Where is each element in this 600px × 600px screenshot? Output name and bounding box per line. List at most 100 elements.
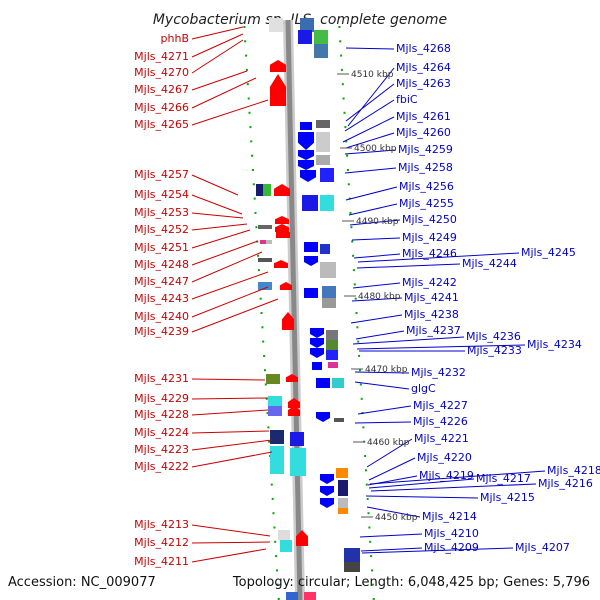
- tick-mark: [349, 211, 352, 214]
- leader-line: [191, 378, 266, 381]
- gene-box: [266, 374, 280, 384]
- tick-mark: [343, 111, 346, 114]
- gene-box: [314, 30, 328, 44]
- gene-box: [298, 30, 312, 44]
- gene-arrow: [274, 260, 288, 268]
- gene-box: [278, 530, 290, 540]
- gene-label-right: Mjls_4237: [406, 324, 461, 337]
- tick-mark: [366, 497, 369, 500]
- leader-line: [359, 533, 423, 538]
- gene-box: [328, 362, 338, 368]
- leader-line: [191, 439, 273, 451]
- tick-mark: [252, 183, 255, 186]
- leader-line: [191, 451, 273, 468]
- gene-box: [268, 396, 282, 408]
- gene-box: [300, 122, 312, 130]
- tick-mark: [265, 397, 268, 400]
- gene-box: [326, 340, 338, 350]
- gene-box: [304, 592, 316, 600]
- gene-label-right: Mjls_4249: [402, 231, 457, 244]
- gene-box: [326, 330, 338, 340]
- tick-mark: [260, 312, 263, 314]
- kbp-label: 4500 kbp: [354, 144, 397, 154]
- tick-mark: [253, 197, 256, 200]
- gene-box: [276, 232, 290, 238]
- gene-arrow: [298, 132, 314, 150]
- tick-mark: [341, 83, 344, 86]
- gene-label-left: Mjls_4247: [134, 275, 189, 288]
- gene-label-left: Mjls_4222: [134, 460, 189, 473]
- gene-label-right: Mjls_4216: [538, 477, 593, 490]
- leader-line: [370, 483, 537, 492]
- gene-arrow: [320, 474, 334, 484]
- tick-mark: [365, 483, 368, 486]
- tick-mark: [347, 183, 350, 186]
- leader-line: [360, 547, 423, 552]
- tick-mark: [340, 54, 343, 57]
- leader-line: [191, 229, 251, 249]
- right-label-leaders: [342, 47, 546, 554]
- leader-line: [351, 237, 401, 241]
- tick-mark: [275, 555, 278, 558]
- gene-label-right: Mjls_4241: [404, 291, 459, 304]
- gene-label-left: Mjls_4211: [134, 555, 189, 568]
- gene-arrow: [274, 184, 290, 196]
- gene-box: [322, 298, 336, 308]
- tick-mark: [365, 469, 367, 472]
- leader-line: [191, 240, 259, 266]
- gene-box: [290, 448, 306, 476]
- leader-line: [350, 314, 403, 324]
- tick-mark: [264, 369, 266, 372]
- gene-box: [258, 225, 272, 229]
- gene-box: [326, 350, 338, 360]
- gene-box: [338, 508, 348, 514]
- tick-mark: [276, 583, 279, 586]
- tick-mark: [246, 83, 249, 86]
- leader-line: [191, 271, 269, 300]
- tick-mark: [355, 312, 358, 314]
- gene-label-right: Mjls_4227: [413, 399, 468, 412]
- leader-line: [191, 212, 244, 219]
- gene-label-left: Mjls_4231: [134, 372, 189, 385]
- gene-box: [320, 244, 330, 254]
- gene-arrow: [270, 74, 286, 106]
- gene-arrow: [310, 328, 324, 338]
- gene-arrow: [298, 150, 314, 160]
- gene-box: [304, 288, 318, 298]
- forward-strand-labels: Mjls_4268Mjls_4264Mjls_4263fbiCMjls_4261…: [396, 42, 600, 554]
- leader-line: [366, 506, 421, 518]
- gene-arrow: [270, 60, 286, 72]
- leader-line: [347, 67, 395, 127]
- tick-mark: [268, 440, 271, 443]
- gene-label-right: Mjls_4219: [419, 469, 474, 482]
- gene-box: [332, 378, 344, 388]
- tick-mark: [271, 497, 274, 500]
- gene-label-right: Mjls_4236: [466, 330, 521, 343]
- tick-mark: [339, 40, 342, 43]
- gene-arrow: [296, 530, 308, 546]
- leader-line: [191, 409, 269, 416]
- tick-mark: [346, 169, 349, 171]
- tick-mark: [262, 340, 265, 343]
- tick-mark: [369, 540, 372, 543]
- gene-box: [322, 286, 336, 298]
- gene-box: [338, 480, 348, 496]
- gene-label-left: Mjls_4239: [134, 325, 189, 338]
- tick-mark: [370, 555, 373, 558]
- tick-mark: [257, 269, 260, 272]
- leader-line: [357, 405, 412, 415]
- leader-line: [191, 39, 244, 74]
- leader-line: [352, 282, 401, 289]
- gene-box: [344, 562, 360, 572]
- gene-label-left: Mjls_4224: [134, 426, 189, 439]
- gene-label-right: Mjls_4226: [413, 415, 468, 428]
- leader-line: [366, 438, 413, 468]
- tick-mark: [352, 254, 355, 257]
- gene-label-right: Mjls_4260: [396, 126, 451, 139]
- leader-line: [353, 253, 401, 259]
- leader-line: [354, 381, 410, 390]
- tick-mark: [248, 111, 251, 114]
- tick-mark: [371, 569, 373, 572]
